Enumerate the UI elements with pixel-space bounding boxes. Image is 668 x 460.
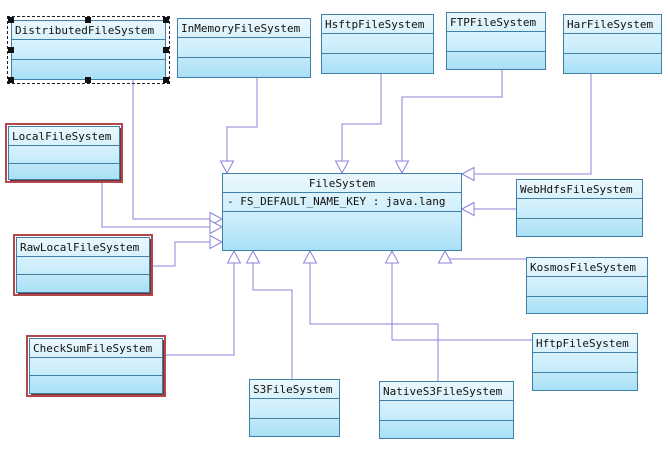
inheritance-connectors [101, 70, 592, 381]
class-attributes [12, 40, 165, 60]
generalization-line-local[interactable] [101, 180, 222, 228]
class-attributes [447, 32, 545, 52]
class-operations [533, 373, 637, 390]
inheritance-arrowhead-hsftp [334, 160, 350, 175]
generalization-line-inmemory[interactable] [226, 78, 258, 173]
generalization-line-ftp[interactable] [401, 70, 503, 173]
class-localfilesystem[interactable]: LocalFileSystem [5, 123, 123, 183]
class-attributes [527, 277, 647, 297]
class-operations [250, 419, 339, 436]
selection-handle[interactable] [163, 47, 169, 53]
selection-handle[interactable] [85, 77, 91, 83]
class-attributes [380, 401, 513, 421]
class-attributes [9, 146, 119, 164]
class-inmemoryfilesystem-name: InMemoryFileSystem [178, 19, 310, 38]
generalization-line-hsftp[interactable] [341, 74, 382, 173]
class-hftpfilesystem-name: HftpFileSystem [533, 334, 637, 353]
generalization-line-har[interactable] [462, 74, 592, 175]
class-ftpfilesystem[interactable]: FTPFileSystem [446, 12, 546, 70]
generalization-line-nativeS3[interactable] [309, 251, 439, 381]
class-filesystem[interactable]: FileSystem - FS_DEFAULT_NAME_KEY : java.… [222, 173, 462, 251]
class-distributedfilesystem[interactable]: DistributedFileSystem [7, 16, 170, 84]
class-kosmosfilesystem-name: KosmosFileSystem [527, 258, 647, 277]
class-inmemoryfilesystem[interactable]: InMemoryFileSystem [177, 18, 311, 78]
class-operations [322, 54, 433, 73]
class-operations [447, 52, 545, 69]
class-webhdfsfilesystem[interactable]: WebHdfsFileSystem [516, 179, 643, 237]
generalization-line-hftp[interactable] [391, 251, 532, 341]
class-attributes [17, 257, 149, 275]
class-attributes [178, 38, 310, 58]
class-webhdfsfilesystem-name: WebHdfsFileSystem [517, 180, 642, 199]
selection-handle[interactable] [163, 77, 169, 83]
selection-handle[interactable] [85, 17, 91, 23]
inheritance-arrowhead-nativeS3 [302, 249, 318, 264]
class-operations [564, 54, 661, 73]
class-hsftpfilesystem-name: HsftpFileSystem [322, 15, 433, 34]
class-hsftpfilesystem[interactable]: HsftpFileSystem [321, 14, 434, 74]
generalization-line-s3[interactable] [252, 251, 293, 379]
class-distributedfilesystem-name: DistributedFileSystem [12, 21, 165, 40]
class-rawlocalfilesystem-name: RawLocalFileSystem [17, 238, 149, 257]
class-operations [178, 58, 310, 77]
class-operations [517, 219, 642, 236]
class-harfilesystem-name: HarFileSystem [564, 15, 661, 34]
inheritance-arrowhead-har [460, 166, 475, 182]
inheritance-arrowhead-checksum [226, 249, 242, 264]
generalization-line-distributed[interactable] [132, 80, 222, 220]
selection-handle[interactable] [8, 47, 14, 53]
class-filesystem-name: FileSystem [223, 174, 461, 193]
class-filesystem-attribute: - FS_DEFAULT_NAME_KEY : java.lang [223, 193, 461, 212]
selection-handle[interactable] [8, 77, 14, 83]
generalization-line-kosmos[interactable] [444, 251, 526, 260]
class-attributes [564, 34, 661, 54]
generalization-line-checksum[interactable] [163, 251, 235, 356]
class-filesystem-operations [223, 212, 461, 250]
class-operations [30, 376, 162, 393]
class-operations [380, 421, 513, 438]
class-kosmosfilesystem[interactable]: KosmosFileSystem [526, 257, 648, 314]
class-rawlocalfilesystem[interactable]: RawLocalFileSystem [13, 234, 153, 296]
class-natives3filesystem[interactable]: NativeS3FileSystem [379, 381, 514, 439]
class-checksumfilesystem-name: CheckSumFileSystem [30, 339, 162, 358]
inheritance-arrowhead-inmemory [219, 160, 235, 175]
inheritance-arrowhead-kosmos [437, 249, 453, 264]
class-harfilesystem[interactable]: HarFileSystem [563, 14, 662, 74]
class-natives3filesystem-name: NativeS3FileSystem [380, 382, 513, 401]
class-ftpfilesystem-name: FTPFileSystem [447, 13, 545, 32]
class-operations [527, 297, 647, 313]
generalization-line-rawlocal[interactable] [150, 241, 222, 267]
inheritance-arrowhead-s3 [245, 249, 261, 264]
class-operations [17, 275, 149, 292]
class-checksumfilesystem[interactable]: CheckSumFileSystem [26, 335, 166, 397]
class-attributes [517, 199, 642, 219]
inheritance-arrowhead-hftp [384, 249, 400, 264]
class-attributes [322, 34, 433, 54]
class-attributes [250, 399, 339, 419]
inheritance-arrowhead-rawlocal [209, 234, 224, 250]
class-localfilesystem-name: LocalFileSystem [9, 127, 119, 146]
inheritance-arrowhead-local [209, 219, 224, 235]
class-s3filesystem-name: S3FileSystem [250, 380, 339, 399]
class-attributes [533, 353, 637, 373]
class-s3filesystem[interactable]: S3FileSystem [249, 379, 340, 437]
selection-handle[interactable] [8, 17, 14, 23]
inheritance-arrowhead-ftp [394, 160, 410, 175]
class-operations [9, 164, 119, 179]
selection-handle[interactable] [163, 17, 169, 23]
inheritance-arrowhead-webhdfs [460, 201, 475, 217]
class-attributes [30, 358, 162, 376]
class-hftpfilesystem[interactable]: HftpFileSystem [532, 333, 638, 391]
